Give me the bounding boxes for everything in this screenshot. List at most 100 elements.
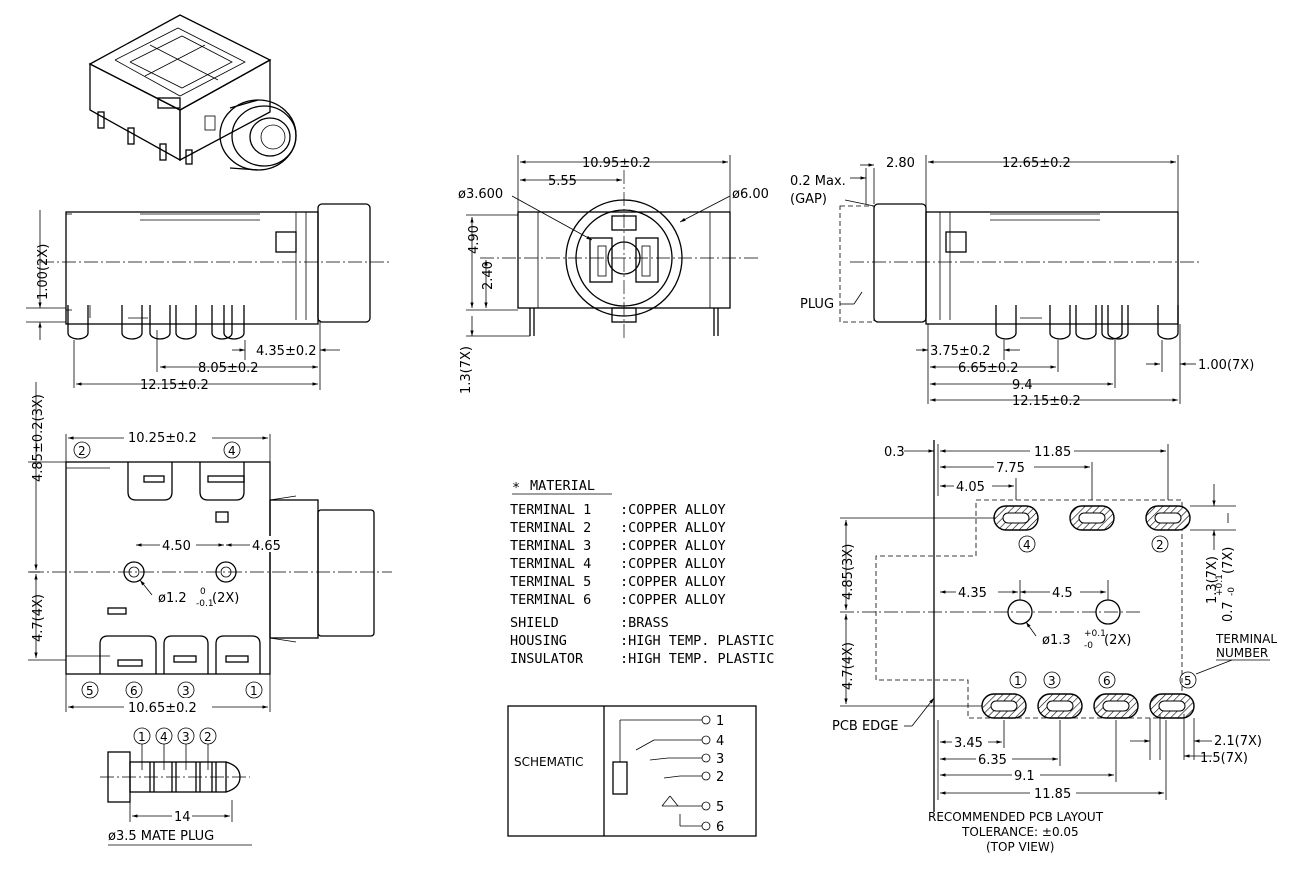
top-dim-4-tail: (2X) xyxy=(212,591,239,606)
pcb-layout: 4 2 1 3 6 5 TERMINAL NUMBER 0.3 11.85 7.… xyxy=(832,440,1277,854)
material-row-8-name: HOUSING xyxy=(510,633,567,649)
material-row-7-name: SHIELD xyxy=(510,615,559,631)
pcb-dim-5: 4.85(3X) xyxy=(841,544,856,600)
right-dim-10: 1.00(7X) xyxy=(1198,358,1254,373)
side-dim-2: 4.35±0.2 xyxy=(256,344,317,359)
material-row-5-name: TERMINAL 5 xyxy=(510,574,591,590)
pcb-caption-view: (TOP VIEW) xyxy=(986,840,1054,854)
right-dim-3: 2.80 xyxy=(886,156,915,171)
side-dim-4: 12.15±0.2 xyxy=(140,378,209,393)
pcb-dim-3: 7.75 xyxy=(996,461,1025,476)
right-dim-4: 12.65±0.2 xyxy=(1002,156,1071,171)
plug-terminal-4: 4 xyxy=(160,730,168,744)
schematic-pin-1: 1 xyxy=(716,714,724,729)
terminal-5-label: 5 xyxy=(86,684,94,698)
material-row-2-value: :COPPER ALLOY xyxy=(620,520,726,536)
schematic-pin-4: 2 xyxy=(716,770,724,785)
right-dim-2: (GAP) xyxy=(790,192,827,207)
terminal-2-label: 2 xyxy=(78,444,86,458)
pcb-caption-tolerance: TOLERANCE: ±0.05 xyxy=(961,825,1079,839)
top-dim-5: 4.7(4X) xyxy=(31,594,46,642)
front-view: 10.95±0.2 5.55 ø3.600 ø6.00 4.90 2.40 1.… xyxy=(458,155,769,394)
pcb-dim-17: 1.5(7X) xyxy=(1200,751,1248,766)
pcb-dim-2: 11.85 xyxy=(1034,445,1071,460)
right-dim-9: 12.15±0.2 xyxy=(1012,394,1081,409)
terminal-6-label: 6 xyxy=(130,684,138,698)
plug-terminal-1: 1 xyxy=(138,730,146,744)
pcb-terminal-5: 5 xyxy=(1184,674,1192,688)
terminal-4-label: 4 xyxy=(228,444,236,458)
top-view: 2 4 5 6 3 1 10.25±0.2 4.50 4.65 ø1.2 0 -… xyxy=(28,382,392,716)
top-dim-6: 10.65±0.2 xyxy=(128,701,197,716)
material-row-6-value: :COPPER ALLOY xyxy=(620,592,726,608)
top-dim-1: 10.25±0.2 xyxy=(128,431,197,446)
pcb-terminal-2: 2 xyxy=(1156,538,1164,552)
pcb-dim-11-sub: -0 xyxy=(1227,587,1237,596)
front-dim-6: 2.40 xyxy=(481,261,496,290)
pcb-dim-8-sup: +0.1 xyxy=(1084,629,1106,639)
top-dim-4-sub: -0.1 xyxy=(196,599,214,609)
schematic-pin-2: 4 xyxy=(716,734,724,749)
top-dim-3: 4.65 xyxy=(252,539,281,554)
material-row-1-value: :COPPER ALLOY xyxy=(620,502,726,518)
pcb-dim-10: 1.3(7X) xyxy=(1205,556,1220,604)
pcb-dim-8: ø1.3 xyxy=(1042,633,1071,648)
front-dim-7: 1.3(7X) xyxy=(459,346,474,394)
side-pins xyxy=(67,305,245,340)
pcb-terminal-6: 6 xyxy=(1103,674,1111,688)
schematic-pin-5: 5 xyxy=(716,800,724,815)
isometric-view xyxy=(88,14,297,171)
pcb-caption-title: RECOMMENDED PCB LAYOUT xyxy=(928,810,1104,824)
front-dim-3: ø3.600 xyxy=(458,187,503,202)
pcb-dim-14: 9.1 xyxy=(1014,769,1035,784)
right-dim-1: 0.2 Max. xyxy=(790,174,846,189)
material-title: MATERIAL xyxy=(530,478,595,494)
material-table: * MATERIAL TERMINAL 1 :COPPER ALLOY TERM… xyxy=(510,478,774,667)
pcb-dim-6: 4.35 xyxy=(958,586,987,601)
material-row-3-name: TERMINAL 3 xyxy=(510,538,591,554)
pcb-dim-16: 2.1(7X) xyxy=(1214,734,1262,749)
pcb-dim-13: 6.35 xyxy=(978,753,1007,768)
front-dim-5: 4.90 xyxy=(467,225,482,254)
schematic-pin-3: 3 xyxy=(716,752,724,767)
pcb-dim-11-sup: +0.1 xyxy=(1215,574,1225,596)
plug-dim-1: 14 xyxy=(174,810,191,825)
right-dim-5: PLUG xyxy=(800,297,834,312)
right-dim-6: 3.75±0.2 xyxy=(930,344,991,359)
pcb-terminal-number-label-2: NUMBER xyxy=(1216,646,1268,660)
material-row-3-value: :COPPER ALLOY xyxy=(620,538,726,554)
top-view-terminals: 2 4 5 6 3 1 xyxy=(73,441,263,699)
terminal-3-label: 3 xyxy=(182,684,190,698)
right-side-view: 0.2 Max. (GAP) 2.80 12.65±0.2 PLUG 3.75±… xyxy=(790,155,1254,409)
mate-plug-caption: ø3.5 MATE PLUG xyxy=(108,829,214,844)
pcb-dim-7: 4.5 xyxy=(1052,586,1073,601)
top-dim-4-sup: 0 xyxy=(200,587,206,597)
pcb-dim-11-tail: (7X) xyxy=(1221,547,1236,574)
plug-terminal-2: 2 xyxy=(204,730,212,744)
side-dim-5: 4.85±0.2(3X) xyxy=(31,394,46,482)
pcb-dim-15: 11.85 xyxy=(1034,787,1071,802)
schematic-pin-6: 6 xyxy=(716,820,724,835)
material-row-6-name: TERMINAL 6 xyxy=(510,592,591,608)
front-dim-2: 5.55 xyxy=(548,174,577,189)
material-row-1-name: TERMINAL 1 xyxy=(510,502,591,518)
material-row-2-name: TERMINAL 2 xyxy=(510,520,591,536)
pcb-dim-8-sub: -0 xyxy=(1084,641,1093,651)
plug-terminal-3: 3 xyxy=(182,730,190,744)
terminal-1-label: 1 xyxy=(250,684,258,698)
side-dim-3: 8.05±0.2 xyxy=(198,361,259,376)
front-dim-4: ø6.00 xyxy=(732,187,769,202)
top-dim-4-value: ø1.2 xyxy=(158,591,187,606)
material-row-9-value: :HIGH TEMP. PLASTIC xyxy=(620,651,774,667)
material-row-9-name: INSULATOR xyxy=(510,651,584,667)
schematic-label: SCHEMATIC xyxy=(514,755,583,769)
material-row-7-value: :BRASS xyxy=(620,615,669,631)
pcb-dim-11: 0.7 xyxy=(1221,601,1236,622)
pcb-dim-9: 4.7(4X) xyxy=(841,642,856,690)
top-dim-4: ø1.2 xyxy=(158,591,187,606)
pcb-terminal-3: 3 xyxy=(1048,674,1056,688)
schematic: SCHEMATIC 1 4 3 2 5 6 xyxy=(507,705,757,837)
side-view: 1.00(2X) 4.35±0.2 8.05±0.2 12.15±0.2 xyxy=(26,203,390,393)
